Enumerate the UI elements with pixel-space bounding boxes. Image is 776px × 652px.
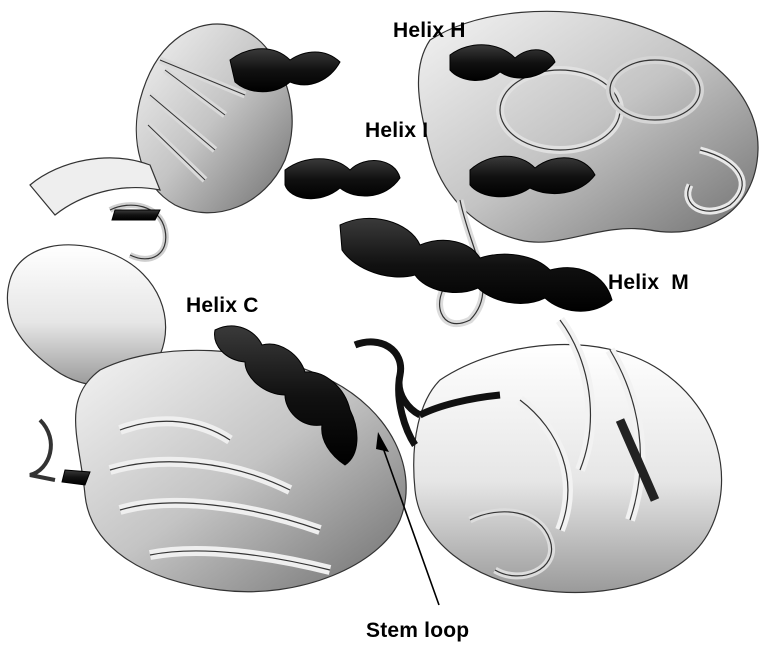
left-strand-highlight xyxy=(112,210,160,220)
lower-right-domain xyxy=(414,320,722,593)
helix-c-label: Helix C xyxy=(186,295,259,316)
helix-m-label: Helix M xyxy=(608,272,689,293)
helix-i-ribbon xyxy=(285,159,400,199)
helix-h-ribbon xyxy=(230,49,340,92)
helix-i-label: Helix I xyxy=(365,120,428,141)
left-small-strand xyxy=(62,470,90,485)
helix-h-label: Helix H xyxy=(393,20,466,41)
stem-loop-label: Stem loop xyxy=(366,620,469,641)
